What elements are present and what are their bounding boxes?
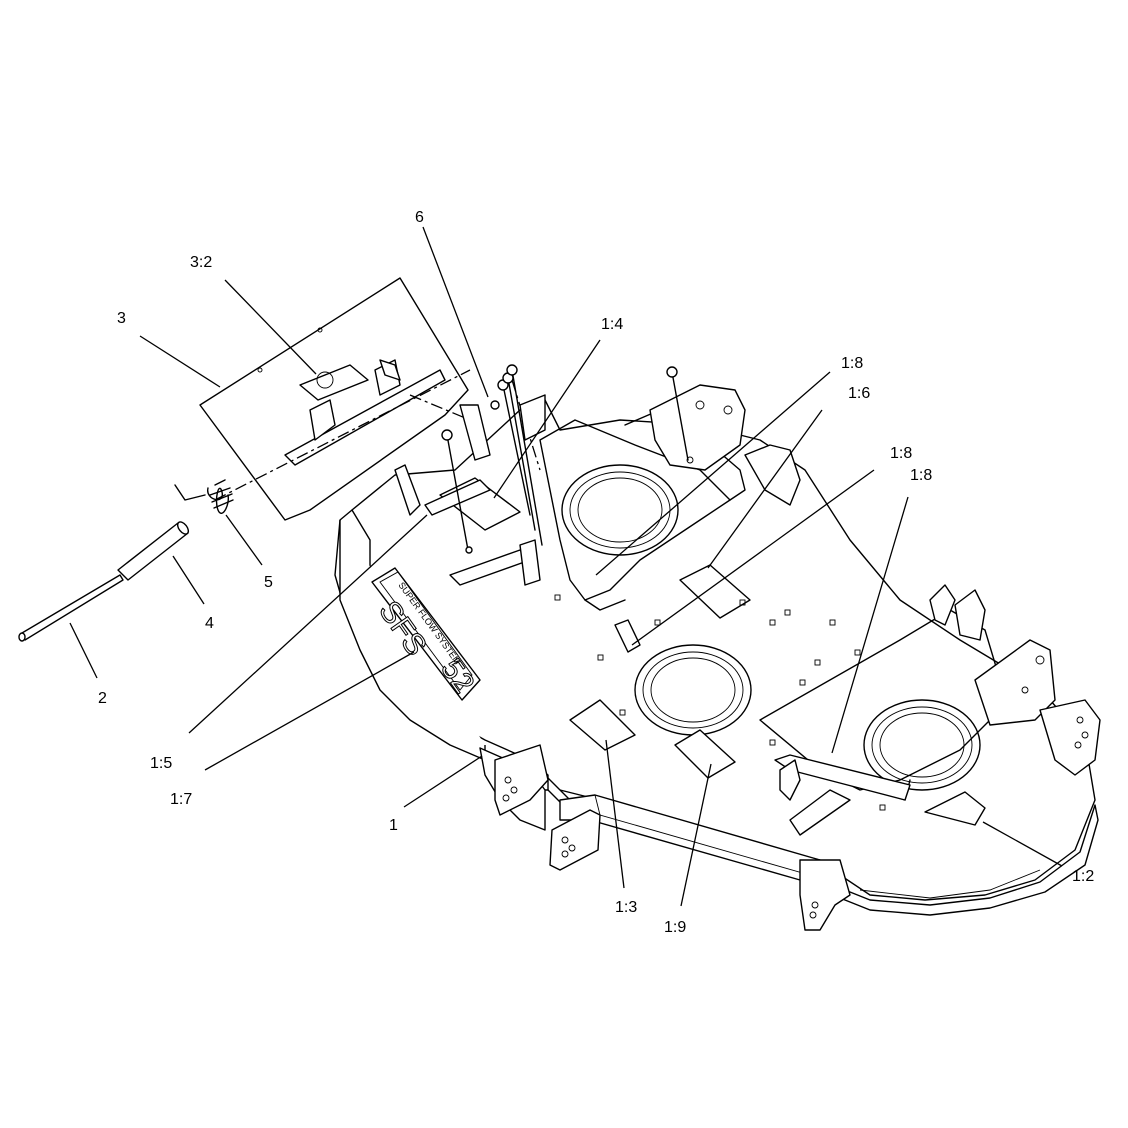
- decal-1-6: [679, 564, 751, 619]
- callout-1: 1: [389, 817, 398, 834]
- hinge-pin-6: [490, 400, 500, 410]
- deflector-decal: [299, 364, 369, 401]
- callout-3: 3: [117, 310, 126, 327]
- callout-1-8-right: 1:8: [910, 467, 932, 484]
- callout-4: 4: [205, 615, 214, 632]
- spacer-tube: [117, 521, 190, 581]
- callout-2: 2: [98, 690, 107, 707]
- callout-labels: 6 3:2 3 1:4 1:8 1:6 1:8 1:8 5 4 2 1:5 1:…: [98, 209, 1094, 936]
- right-spindle-opening: [863, 699, 981, 791]
- discharge-deflector: [199, 277, 469, 521]
- callout-1-4: 1:4: [601, 316, 623, 333]
- callout-1-8-top: 1:8: [841, 355, 863, 372]
- callout-1-5: 1:5: [150, 755, 172, 772]
- hinge-rod-axis: [214, 369, 471, 501]
- callout-3-2: 3:2: [190, 254, 212, 271]
- callout-1-7: 1:7: [170, 791, 192, 808]
- bolts: [441, 364, 689, 554]
- callout-1-3: 1:3: [615, 899, 637, 916]
- deck-hinge-bracket: [394, 394, 546, 586]
- callout-6: 6: [415, 209, 424, 226]
- decal-1-9: [674, 729, 736, 779]
- callout-1-8-middle: 1:8: [890, 445, 912, 462]
- mower-deck-housing: SFS 52 SUPER FLOW SYSTEM: [334, 384, 1101, 931]
- callout-1-2: 1:2: [1072, 868, 1094, 885]
- center-spindle-opening: [634, 644, 752, 736]
- left-spindle-opening: [561, 464, 679, 556]
- decal-1-2: [924, 791, 986, 826]
- torsion-spring: [174, 479, 234, 514]
- decal-1-5: [424, 479, 491, 516]
- callout-5: 5: [264, 574, 273, 591]
- decal-1-3: [569, 699, 636, 751]
- hinge-rod: [18, 574, 124, 642]
- pin-axis-1: [409, 394, 471, 421]
- leader-lines: [69, 226, 1063, 907]
- callout-1-9: 1:9: [664, 919, 686, 936]
- callout-1-6: 1:6: [848, 385, 870, 402]
